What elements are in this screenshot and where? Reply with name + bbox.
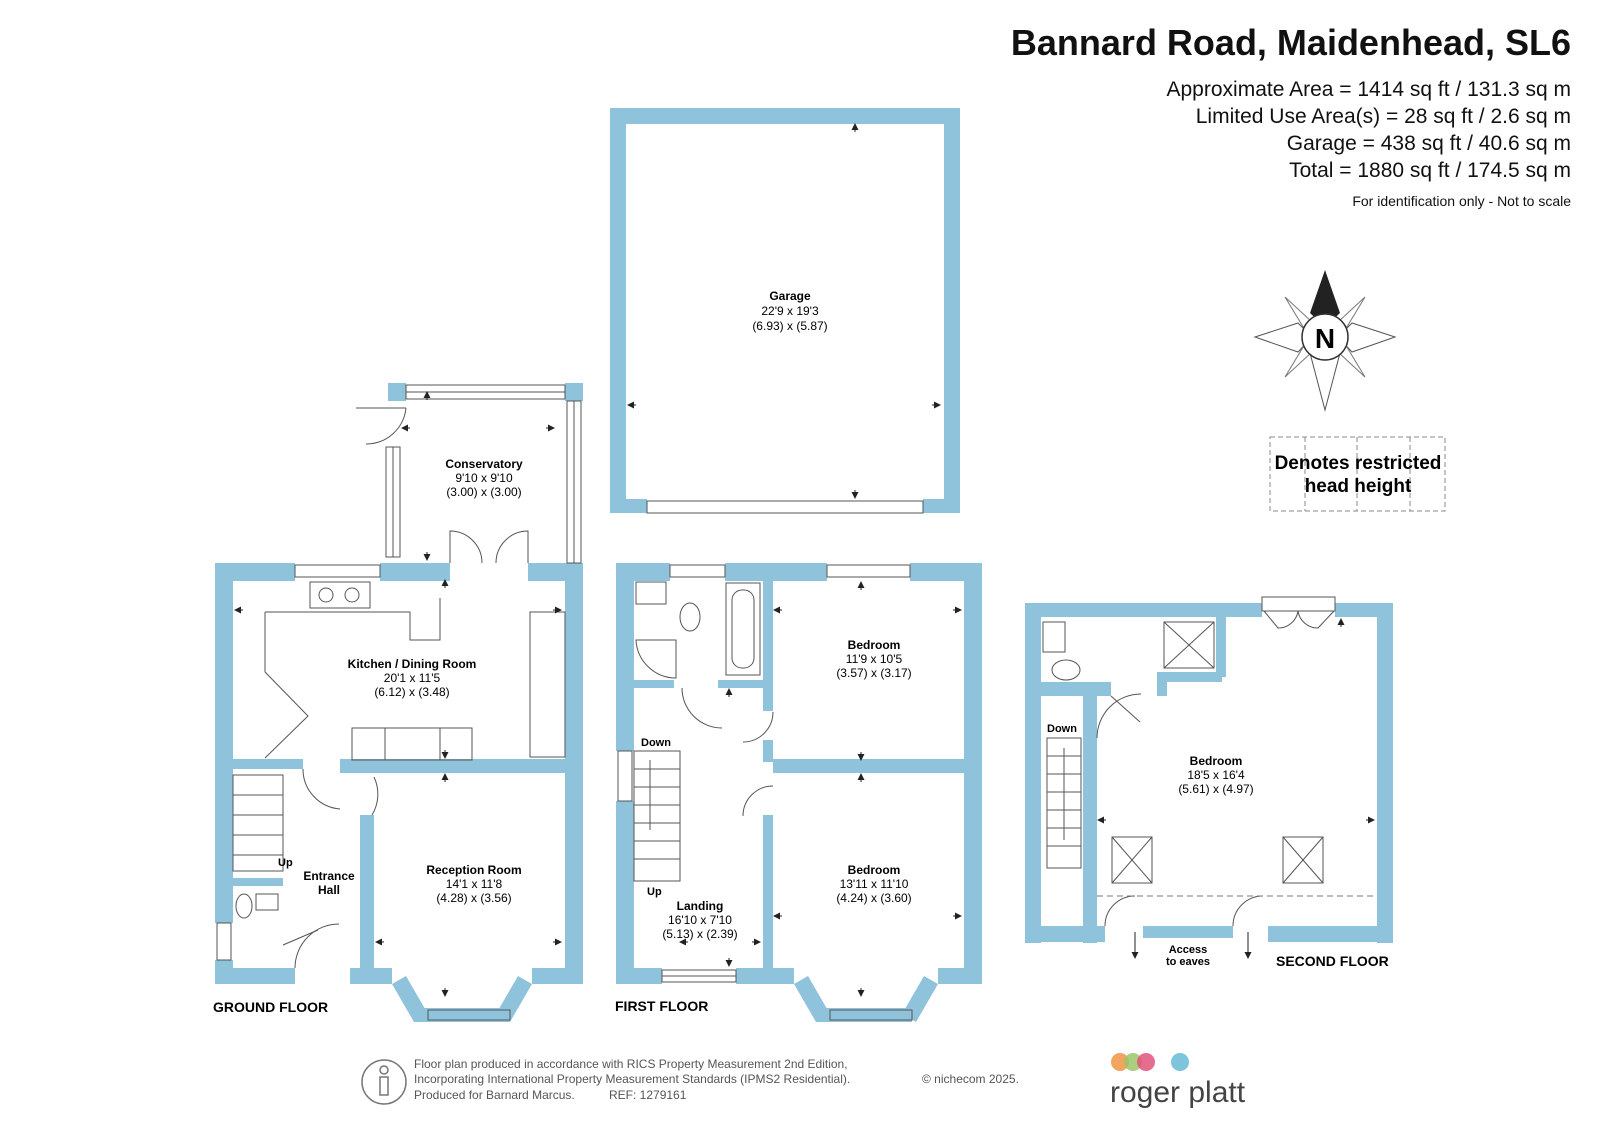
- first-floor-fixtures: [633, 581, 774, 882]
- footer-copyright: © nichecom 2025.: [922, 1072, 1019, 1086]
- property-title: Bannard Road, Maidenhead, SL6: [1010, 22, 1571, 63]
- reception-name: Reception Room: [426, 863, 521, 877]
- compass-north-label: N: [1315, 323, 1335, 354]
- reception-imperial: 14'1 x 11'8: [446, 877, 503, 891]
- landing-name: Landing: [677, 899, 724, 913]
- bedroom-ff-upper-metric: (3.57) x (3.17): [836, 666, 911, 680]
- conservatory-name: Conservatory: [445, 457, 523, 471]
- brand-name: roger platt: [1110, 1076, 1246, 1109]
- legend-line-1: Denotes restricted: [1275, 453, 1442, 474]
- footer-line3: Produced for Barnard Marcus.: [414, 1088, 575, 1102]
- garage-door: [646, 500, 924, 514]
- garage-imperial: 22'9 x 19'3: [761, 304, 819, 318]
- ground-floor-walls: [215, 383, 583, 1022]
- second-floor-fixtures: [1042, 596, 1336, 927]
- conservatory-metric: (3.00) x (3.00): [446, 485, 521, 499]
- footer-info-icon: [361, 1059, 407, 1105]
- first-floor-label: FIRST FLOOR: [615, 998, 708, 1014]
- stair-labels: Up Down Up Down: [278, 723, 1077, 898]
- identification-note: For identification only - Not to scale: [1352, 193, 1571, 209]
- room-labels: Garage 22'9 x 19'3 (6.93) x (5.87) Conse…: [303, 289, 1253, 968]
- second-floor-walls: [1025, 603, 1393, 943]
- entrance-hall-line1: Entrance: [303, 869, 355, 883]
- second-floor-label: SECOND FLOOR: [1276, 953, 1389, 969]
- ground-floor-label: GROUND FLOOR: [213, 999, 328, 1015]
- compass-icon: [1253, 270, 1397, 412]
- stairs-down-first: Down: [641, 737, 671, 749]
- landing-imperial: 16'10 x 7'10: [668, 913, 732, 927]
- first-floor-dimension-arrows: [679, 581, 962, 997]
- kitchen-metric: (6.12) x (3.48): [374, 685, 449, 699]
- kitchen-imperial: 20'1 x 11'5: [384, 671, 441, 685]
- area-summary: Approximate Area = 1414 sq ft / 131.3 sq…: [1167, 76, 1572, 184]
- roger-platt-logo: [1111, 1053, 1189, 1071]
- legend-line-2: head height: [1305, 476, 1412, 497]
- bedroom-sf-metric: (5.61) x (4.97): [1178, 782, 1253, 796]
- floor-labels: GROUND FLOOR FIRST FLOOR SECOND FLOOR: [213, 953, 1389, 1015]
- footer-text: Floor plan produced in accordance with R…: [414, 1057, 1019, 1102]
- landing-metric: (5.13) x (2.39): [662, 927, 737, 941]
- eaves-line1: Access: [1169, 944, 1208, 956]
- footer-ref: REF: 1279161: [609, 1088, 687, 1102]
- stairs-up-ground: Up: [278, 857, 293, 869]
- garage-dimension-arrows: [627, 123, 941, 499]
- kitchen-name: Kitchen / Dining Room: [348, 657, 477, 671]
- bedroom-ff-upper-imperial: 11'9 x 10'5: [846, 652, 903, 666]
- limited-use-area-line: Limited Use Area(s) = 28 sq ft / 2.6 sq …: [1195, 105, 1571, 128]
- ground-floor-fixtures: [232, 407, 566, 969]
- ground-floor-dimension-arrows: [234, 391, 562, 997]
- garage-metric: (6.93) x (5.87): [752, 319, 827, 333]
- bedroom-ff-lower-name: Bedroom: [848, 863, 901, 877]
- bedroom-sf-name: Bedroom: [1190, 754, 1243, 768]
- footer-line2: Incorporating International Property Mea…: [414, 1072, 850, 1086]
- total-area-line: Total = 1880 sq ft / 174.5 sq m: [1289, 159, 1571, 182]
- entrance-hall-line2: Hall: [318, 883, 340, 897]
- footer-line1: Floor plan produced in accordance with R…: [414, 1057, 848, 1071]
- second-floor-dimension-arrows: [1097, 618, 1375, 959]
- approximate-area-line: Approximate Area = 1414 sq ft / 131.3 sq…: [1166, 78, 1572, 101]
- garage-walls: [610, 108, 960, 513]
- ground-floor-windows: [216, 384, 582, 1021]
- garage-name: Garage: [769, 289, 811, 303]
- bedroom-ff-upper-name: Bedroom: [848, 638, 901, 652]
- bedroom-ff-lower-metric: (4.24) x (3.60): [836, 891, 911, 905]
- garage-area-line: Garage = 438 sq ft / 40.6 sq m: [1286, 132, 1571, 155]
- bedroom-sf-imperial: 18'5 x 16'4: [1187, 768, 1245, 782]
- restricted-legend-box: [1269, 436, 1446, 512]
- reception-metric: (4.28) x (3.56): [436, 891, 511, 905]
- stairs-down-second: Down: [1047, 723, 1077, 735]
- bedroom-ff-lower-imperial: 13'11 x 11'10: [840, 877, 909, 891]
- stairs-up-first: Up: [647, 886, 662, 898]
- conservatory-imperial: 9'10 x 9'10: [455, 471, 513, 485]
- first-floor-windows: [617, 564, 913, 1021]
- eaves-line2: to eaves: [1166, 956, 1210, 968]
- first-floor-walls: [616, 563, 982, 1022]
